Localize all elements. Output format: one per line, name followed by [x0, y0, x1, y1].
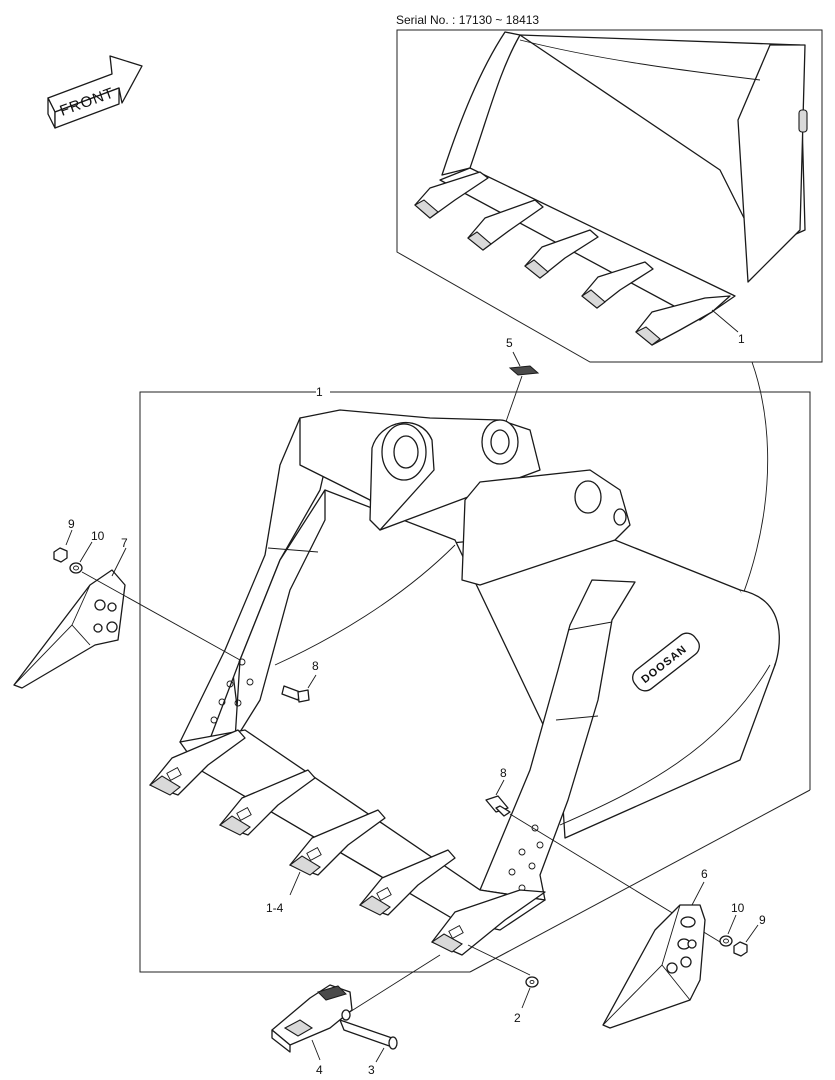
callout-9-right: 9 — [759, 913, 766, 927]
main-tooth-4 — [358, 849, 456, 916]
main-frame-diagonal — [469, 789, 811, 973]
side-cutter-right: 6 — [602, 867, 708, 1029]
main-frame-left — [139, 391, 470, 973]
leader-left-cutter — [81, 571, 241, 661]
inset-tooth-5 — [634, 295, 731, 346]
bracket-hole-2 — [613, 508, 627, 526]
inset-frame — [396, 29, 823, 363]
callout-5: 5 — [506, 336, 513, 350]
side-plate-right — [479, 579, 636, 901]
callout-4: 4 — [316, 1063, 323, 1077]
callout-main-1: 1 — [316, 385, 323, 399]
main-tooth-3 — [288, 809, 386, 876]
nut-left: 9 — [53, 517, 75, 563]
bracket-hole-1 — [574, 480, 602, 514]
loose-tooth: 4 — [271, 984, 353, 1077]
hinge-boss-left — [369, 421, 435, 531]
bolt-right: 8 — [485, 766, 511, 817]
nut-right: 9 — [733, 913, 766, 957]
inset-side-plate-left — [441, 31, 521, 176]
inset-callout-1: 1 — [738, 332, 745, 346]
hinge-boss-right — [481, 419, 519, 465]
main-tooth-5 — [430, 889, 546, 956]
tooth-pin: 3 — [339, 1019, 398, 1077]
leader-tooth — [344, 954, 441, 1016]
callout-9-left: 9 — [68, 517, 75, 531]
inset-tooth-3 — [524, 229, 599, 279]
callout-3: 3 — [368, 1063, 375, 1077]
serial-number-label: Serial No. : 17130 ~ 18413 — [396, 13, 539, 27]
callout-2: 2 — [514, 1011, 521, 1025]
callout-8-left: 8 — [312, 659, 319, 673]
callout-10-right: 10 — [731, 901, 745, 915]
callout-10-left: 10 — [91, 529, 105, 543]
bucket-assembly: DOOSAN — [179, 409, 780, 931]
bolt-left: 8 — [281, 659, 319, 703]
inset-side-plate-right — [737, 44, 806, 283]
leader-ring — [467, 944, 531, 976]
callout-7: 7 — [121, 536, 128, 550]
side-cutter-left: 7 — [13, 536, 128, 689]
inset-tooth-1 — [414, 171, 489, 219]
washer-left: 10 — [69, 529, 105, 574]
inset-tooth-2 — [467, 199, 544, 251]
callout-1-4: 1-4 — [266, 901, 284, 915]
lock-ring: 2 — [514, 976, 539, 1025]
inset-logo-mark — [798, 109, 808, 133]
washer-right: 10 — [719, 901, 745, 947]
side-holes-left — [210, 658, 254, 724]
main-frame-right — [330, 391, 811, 790]
callout-8-right: 8 — [500, 766, 507, 780]
callout-6: 6 — [701, 867, 708, 881]
inset-tooth-4 — [581, 261, 654, 309]
main-tooth-1 — [148, 729, 246, 796]
front-arrow: FRONT — [47, 55, 143, 129]
inset-view: Serial No. : 17130 ~ 18413 — [396, 13, 823, 745]
main-tooth-2 — [218, 769, 316, 836]
